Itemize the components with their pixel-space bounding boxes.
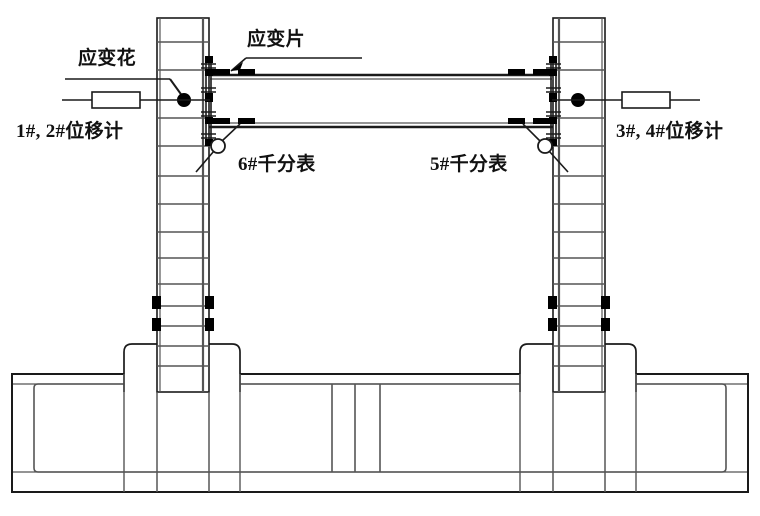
left-column (156, 17, 210, 393)
column-base-anchor-marks (152, 296, 610, 331)
lvdt-left-symbol (62, 91, 210, 109)
label-dial-gauge-5: 5#千分表 (430, 154, 508, 175)
dial-gauge-5-symbol (522, 123, 569, 173)
foundation-beam (11, 373, 749, 493)
strain-gauge-tabs (213, 69, 550, 124)
dial-gauge-6-symbol (195, 123, 241, 173)
label-strain-gauge: 应变片 (247, 29, 305, 50)
lvdt-right-symbol (552, 91, 700, 109)
label-dial-gauge-6: 6#千分表 (238, 154, 316, 175)
label-lvdt-left: 1#, 2#位移计 (16, 121, 124, 142)
right-joint-connection (546, 56, 561, 146)
right-column (552, 17, 606, 393)
strain-gauge-leader (230, 57, 362, 72)
column-embedment (123, 374, 637, 492)
label-strain-rosette: 应变花 (78, 48, 136, 69)
label-lvdt-right: 3#, 4#位移计 (616, 121, 724, 142)
steel-beam (209, 73, 553, 129)
left-joint-connection (201, 56, 216, 146)
